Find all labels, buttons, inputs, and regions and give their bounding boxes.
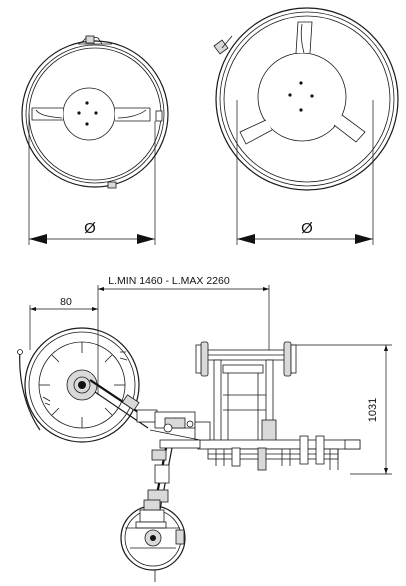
diameter-label-right: Ø <box>301 220 313 237</box>
offset-label: 80 <box>60 296 72 308</box>
machine-top-view: L.MIN 1460 - L.MAX 2260 80 1031 <box>17 275 392 582</box>
reel-front-view-large: Ø <box>213 7 399 245</box>
reel-front-view-small: Ø <box>21 35 169 245</box>
height-label: 1031 <box>367 398 379 422</box>
length-range-label: L.MIN 1460 - L.MAX 2260 <box>108 275 230 287</box>
diameter-label-left: Ø <box>84 220 96 237</box>
